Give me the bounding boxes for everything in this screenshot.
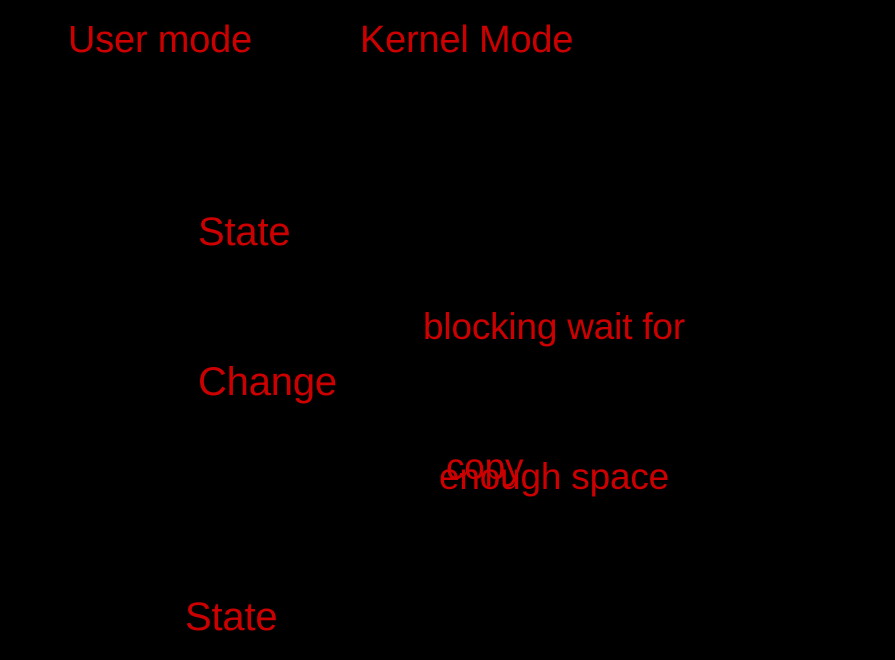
annotation-blocking-wait-line1: blocking wait for [423, 306, 685, 347]
annotation-state-change-top-line2: Change [198, 360, 337, 404]
annotation-state-change-top: State Change [198, 107, 337, 507]
annotation-state-change-top-line1: State [198, 210, 291, 254]
annotation-blocking-wait: blocking wait for enough space [404, 202, 704, 602]
annotation-blocking-wait-line2: enough space [438, 456, 670, 497]
annotation-copy: copy [446, 446, 524, 487]
annotation-state-change-bottom-line1: State [185, 595, 278, 639]
annotation-state-change-bottom: State Change [185, 492, 324, 660]
column-heading-kernel-mode: Kernel Mode [360, 19, 574, 61]
column-heading-user-mode: User mode [68, 19, 253, 61]
